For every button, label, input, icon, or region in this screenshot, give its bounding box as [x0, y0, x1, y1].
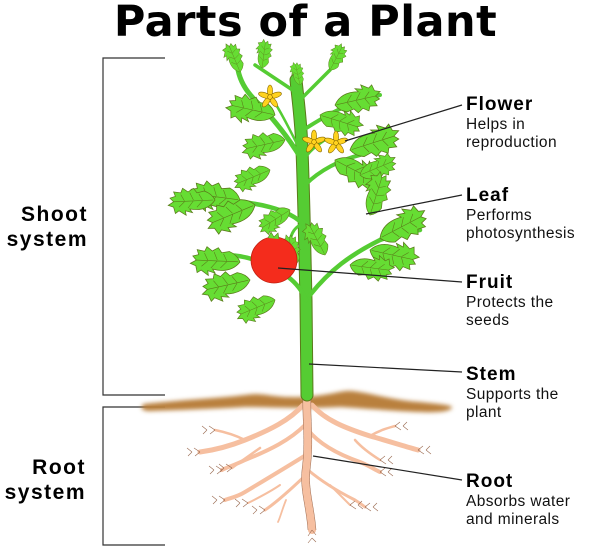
part-stem-desc2: plant	[466, 404, 502, 421]
part-root-desc1: Absorbs water	[466, 493, 571, 510]
stem-pointer	[308, 363, 463, 373]
part-flower-desc1: Helps in	[466, 116, 526, 133]
soil	[141, 390, 453, 413]
part-root: Root Absorbs water and minerals	[466, 471, 570, 529]
shoot-system-label: Shoot system	[0, 202, 88, 252]
root-system-line2: system	[4, 481, 86, 504]
part-stem-name: Stem	[466, 364, 517, 385]
shoot-system-line1: Shoot	[21, 203, 88, 226]
part-fruit-name: Fruit	[466, 272, 514, 293]
root-system-label: Root system	[0, 455, 86, 505]
fruit-pointer	[277, 267, 463, 283]
shoot-bracket	[102, 57, 165, 396]
leaf-pointer	[365, 194, 463, 215]
part-fruit: Fruit Protects the seeds	[466, 272, 554, 330]
root-system-line1: Root	[32, 456, 86, 479]
shoot-system-line2: system	[6, 228, 88, 251]
part-flower: Flower Helps in reproduction	[466, 94, 557, 152]
diagram-title: Parts of a Plant	[113, 0, 498, 47]
root-pointer	[312, 455, 463, 481]
root-bracket	[102, 406, 165, 546]
fruit-tomato	[250, 236, 298, 284]
pointer-lines	[277, 104, 463, 481]
roots	[197, 391, 421, 534]
part-leaf-desc2: photosynthesis	[466, 225, 575, 242]
part-flower-desc2: reproduction	[466, 134, 557, 151]
part-fruit-desc1: Protects the	[466, 294, 554, 311]
part-leaf: Leaf Performs photosynthesis	[466, 185, 575, 243]
root-outline	[301, 394, 317, 531]
part-root-name: Root	[466, 471, 514, 492]
part-flower-name: Flower	[466, 94, 534, 115]
part-stem-desc1: Supports the	[466, 386, 559, 403]
part-leaf-desc1: Performs	[466, 207, 533, 224]
part-leaf-name: Leaf	[466, 185, 510, 206]
part-root-desc2: and minerals	[466, 511, 560, 528]
part-stem: Stem Supports the plant	[466, 364, 559, 422]
part-fruit-desc2: seeds	[466, 312, 510, 329]
flower-pointer	[344, 104, 463, 142]
